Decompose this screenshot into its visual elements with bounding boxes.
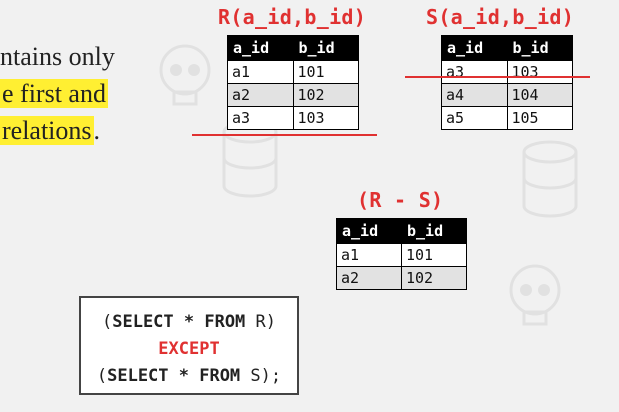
slide-body-text: ntains only e first and relations. [0,38,115,149]
sql-paren: ( [101,312,113,332]
result-title: (R - S) [357,188,444,212]
cell: 102 [292,83,359,107]
cell: a4 [441,83,508,107]
sql-table-ref: R) [245,312,277,332]
sql-line: (SELECT * FROM S); [81,363,297,390]
sql-line: (SELECT * FROM R) [81,309,297,336]
database-icon [522,140,578,218]
cell: 101 [292,60,359,84]
cell: a3 [227,106,294,130]
skull-icon [159,44,211,106]
sql-paren: ( [96,366,108,386]
cell: a2 [336,266,402,290]
highlighted-text: e first and [0,79,108,108]
text-line: relations. [0,112,115,149]
skull-icon [509,264,561,326]
column-header: a_id [227,35,294,61]
strikethrough-line [192,134,377,136]
column-header: a_id [441,35,508,61]
text-line: ntains only [0,42,115,71]
column-header: b_id [292,35,359,61]
cell: 102 [401,266,467,290]
sql-query-box: (SELECT * FROM R) EXCEPT (SELECT * FROM … [79,296,299,395]
sql-except-keyword: EXCEPT [158,339,220,359]
period-text: . [93,116,101,145]
column-header: b_id [401,218,467,244]
relation-s-title: S(a_id,b_id) [426,5,575,29]
cell: a5 [441,106,508,130]
sql-keyword: SELECT * FROM [112,312,246,332]
relation-r-title: R(a_id,b_id) [218,5,367,29]
column-header: a_id [336,218,402,244]
cell: 104 [506,83,573,107]
text-line: e first and [0,75,115,112]
cell: 103 [292,106,359,130]
cell: a1 [227,60,294,84]
sql-keyword: SELECT * FROM [107,366,241,386]
cell: a3 [441,60,508,84]
sql-table-ref: S); [240,366,282,386]
database-icon [222,120,278,198]
cell: 101 [401,243,467,267]
strikethrough-line [405,76,590,78]
column-header: b_id [506,35,573,61]
cell: 105 [506,106,573,130]
cell: a2 [227,83,294,107]
cell: a1 [336,243,402,267]
highlighted-text: relations [0,116,94,145]
cell: 103 [506,60,573,84]
